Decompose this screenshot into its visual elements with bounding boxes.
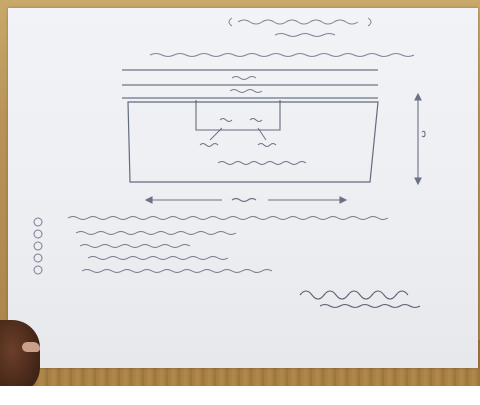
bottom-dimension bbox=[144, 196, 348, 204]
signature bbox=[299, 290, 421, 309]
hand-holding-paper bbox=[0, 320, 40, 395]
building-box bbox=[195, 100, 281, 131]
building-inner-marks bbox=[199, 118, 307, 165]
handwritten-paper bbox=[8, 8, 478, 368]
road-lines bbox=[122, 69, 378, 99]
title-scribble bbox=[149, 17, 415, 57]
notes-scribbles bbox=[67, 216, 389, 273]
right-dimension bbox=[414, 92, 426, 186]
road-label-scribbles bbox=[229, 76, 263, 93]
thumbnail bbox=[22, 342, 40, 352]
bottom-margin bbox=[0, 386, 480, 405]
plot-boundary bbox=[127, 101, 379, 183]
margin-numbers bbox=[33, 217, 43, 275]
